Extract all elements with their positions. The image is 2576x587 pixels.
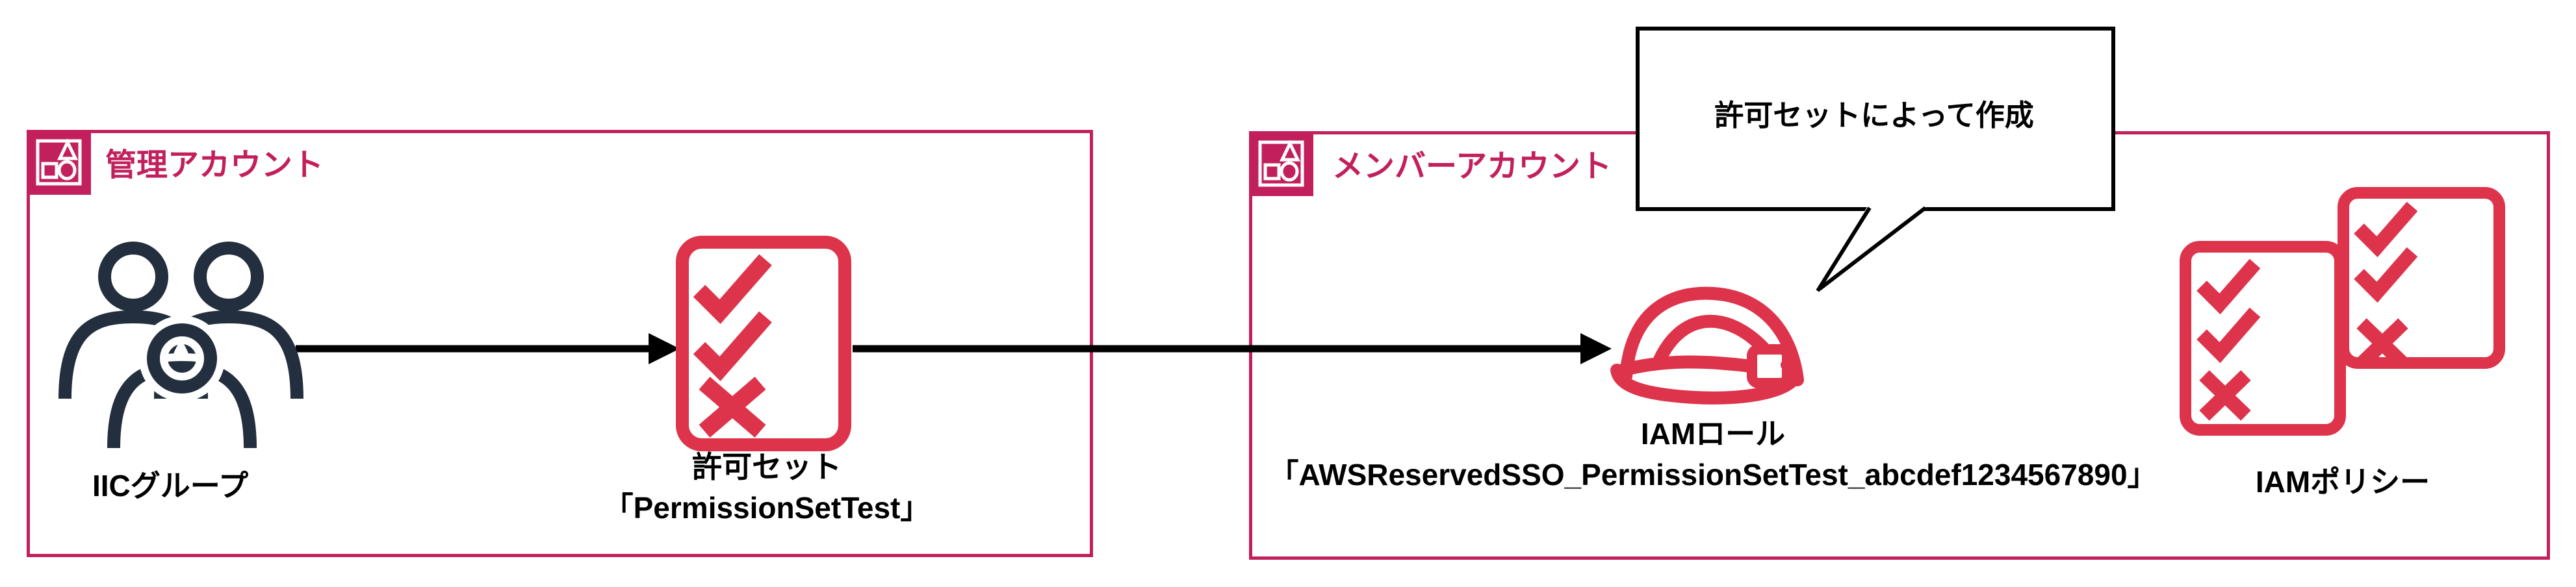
iam-policy-label: IAMポリシー	[2255, 465, 2430, 499]
management-account-title: 管理アカウント	[105, 148, 324, 182]
account-badge-glyph	[36, 138, 82, 186]
member-account-title: メンバーアカウント	[1332, 149, 1612, 184]
group-label: IICグループ	[92, 469, 249, 503]
iam-role-label-line1: IAMロール	[1640, 417, 1786, 451]
users-group-icon	[58, 242, 303, 449]
arrow-permission-set-to-iam-role	[853, 333, 1612, 364]
iam-role-hard-hat-icon	[1610, 286, 1804, 405]
iam-role-label-line2: 「AWSReservedSSO_PermissionSetTest_abcdef…	[1269, 458, 2157, 492]
permission-set-label-line1: 許可セット	[692, 450, 842, 484]
callout-text: 許可セットによって作成	[1714, 99, 2034, 132]
member-account-badge-icon	[1249, 131, 1313, 196]
permission-set-label-line2: 「PermissionSetTest」	[603, 491, 931, 525]
management-account-badge-icon	[27, 130, 91, 195]
permission-set-icon	[676, 236, 851, 451]
account-badge-glyph	[1258, 140, 1304, 187]
arrow-group-to-permission-set	[296, 333, 680, 364]
callout-bubble	[1636, 27, 2115, 292]
management-account-box	[27, 130, 1093, 557]
iam-policy-icon	[2180, 187, 2505, 436]
